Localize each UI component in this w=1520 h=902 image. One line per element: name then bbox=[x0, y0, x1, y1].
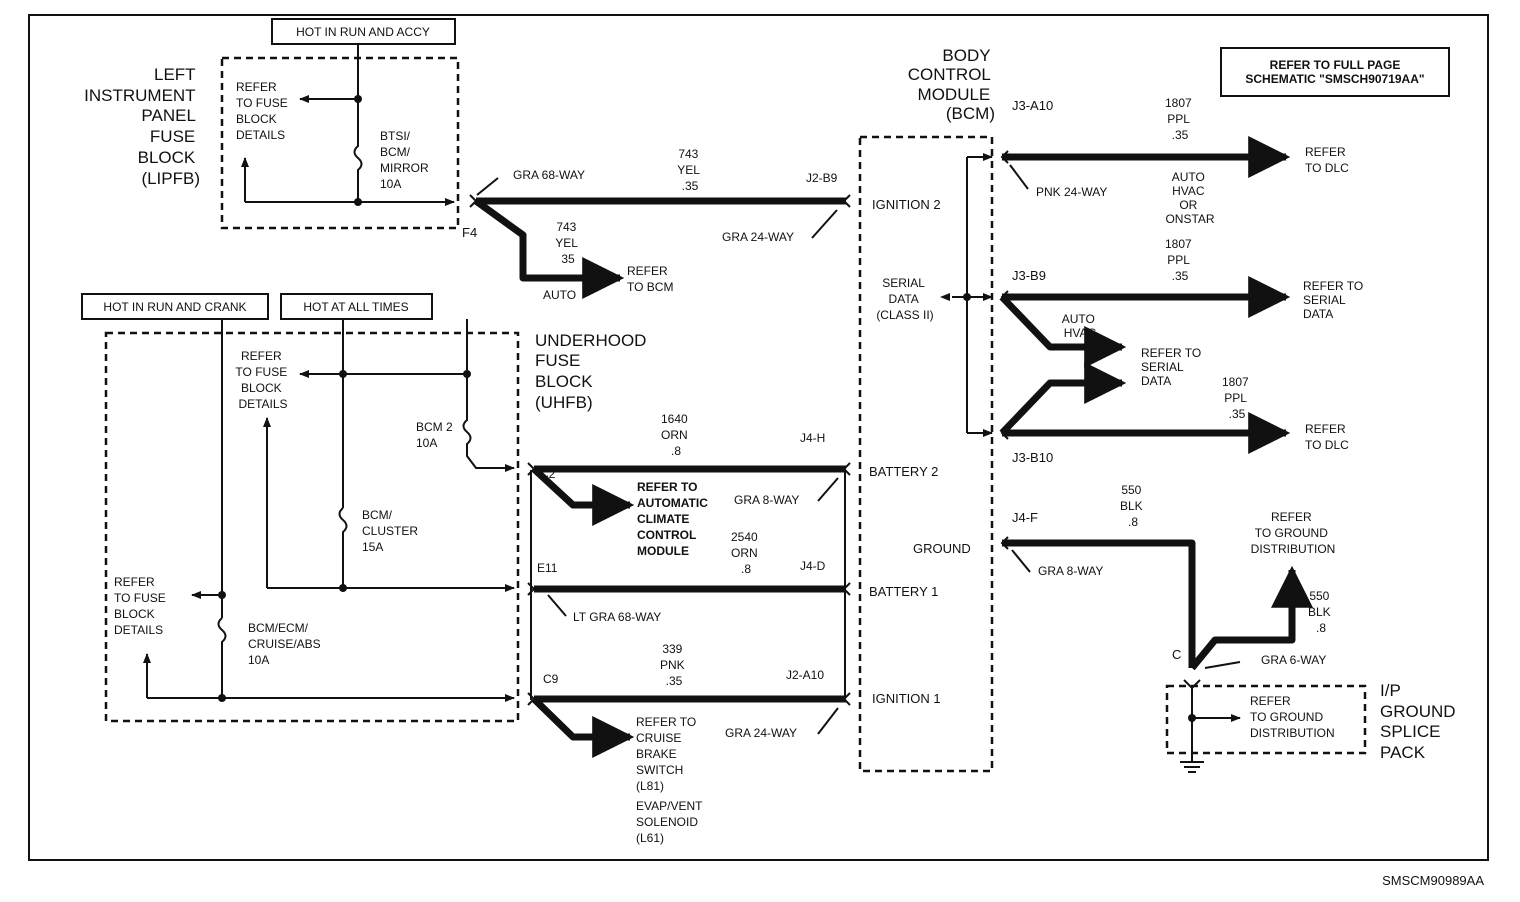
ip-ground-splice-pack: REFER TO GROUND DISTRIBUTION I/P GROUND … bbox=[1165, 679, 1460, 773]
power-tag-run-crank: HOT IN RUN AND CRANK bbox=[81, 293, 269, 320]
bcm-title: BODY CONTROL MODULE (BCM) bbox=[908, 46, 995, 123]
refer-to-ground-distribution-2: REFER TO GROUND DISTRIBUTION bbox=[1250, 694, 1335, 740]
bcm-serial-data: SERIAL DATA (CLASS II) bbox=[876, 276, 933, 322]
bcm-input-ground: GROUND bbox=[913, 541, 971, 556]
refer-to-climate-module: REFER TO AUTOMATIC CLIMATE CONTROL MODUL… bbox=[637, 480, 711, 558]
svg-text:GRA 68-WAY: GRA 68-WAY bbox=[513, 168, 585, 182]
fuse-btsi-icon bbox=[353, 131, 363, 202]
refer-full-page-note: REFER TO FULL PAGE SCHEMATIC "SMSCH90719… bbox=[1220, 47, 1450, 97]
svg-text:HOT AT ALL TIMES: HOT AT ALL TIMES bbox=[303, 300, 408, 314]
j3a10-wire-spec: 1807 PPL .35 bbox=[1165, 96, 1195, 142]
uhfb-refer-left: REFER TO FUSE BLOCK DETAILS bbox=[114, 575, 169, 637]
svg-text:GRA 8-WAY: GRA 8-WAY bbox=[734, 493, 799, 507]
lipfb-connector-pin: F4 bbox=[462, 225, 477, 240]
pin-j3-b10: J3-B10 bbox=[1012, 450, 1053, 465]
diagram-frame bbox=[28, 14, 1489, 861]
svg-text:GRA 24-WAY: GRA 24-WAY bbox=[725, 726, 797, 740]
svg-text:GRA 6-WAY: GRA 6-WAY bbox=[1261, 653, 1326, 667]
j3a10-option: AUTO HVAC OR ONSTAR bbox=[1165, 170, 1214, 226]
wire-ignition-2: GRA 68-WAY 743 YEL .35 J2-B9 GRA 24-WAY … bbox=[469, 147, 851, 302]
bcm-input-battery-2: BATTERY 2 bbox=[869, 464, 938, 479]
wire-ignition-1: 339 PNK .35 J2-A10 GRA 24-WAY REFER TO C… bbox=[527, 642, 851, 845]
svg-text:HOT IN RUN AND ACCY: HOT IN RUN AND ACCY bbox=[296, 25, 430, 39]
lipfb-title: LEFT INSTRUMENT PANEL FUSE BLOCK (LIPFB) bbox=[84, 65, 200, 188]
pin-j4-h: J4-H bbox=[800, 431, 825, 445]
wire-ground: J4-F GRA 8-WAY 550 BLK .8 REFER TO GROUN… bbox=[1000, 483, 1336, 671]
fuse-ecm-icon bbox=[217, 617, 227, 698]
wire-j3-b10: J3-B10 1807 PPL .35 REFER TO DLC bbox=[999, 362, 1349, 465]
fuse-bcm2-icon bbox=[462, 406, 515, 472]
svg-text:LT GRA 68-WAY: LT GRA 68-WAY bbox=[573, 610, 661, 624]
svg-text:AUTO: AUTO bbox=[543, 288, 576, 302]
bcm-boundary bbox=[858, 135, 994, 773]
pin-j3-a10: J3-A10 bbox=[1012, 98, 1053, 113]
uhfb-title: UNDERHOOD FUSE BLOCK (UHFB) bbox=[535, 331, 651, 412]
power-tag-run-accy: HOT IN RUN AND ACCY bbox=[271, 18, 456, 45]
ground-wire-spec: 550 BLK .8 bbox=[1120, 483, 1146, 529]
refer-note-line-2: SCHEMATIC "SMSCH90719AA" bbox=[1245, 72, 1424, 86]
refer-to-serial-data-2: REFER TO SERIAL DATA bbox=[1141, 346, 1205, 388]
uhfb-refer-top: REFER TO FUSE BLOCK DETAILS bbox=[235, 349, 290, 411]
lipfb-block: LEFT INSTRUMENT PANEL FUSE BLOCK (LIPFB)… bbox=[84, 44, 477, 240]
wire-battery-1: 2540 ORN .8 J4-D LT GRA 68-WAY bbox=[527, 530, 851, 624]
wire-j3-a10: J3-A10 PNK 24-WAY 1807 PPL .35 AUTO HVAC… bbox=[1000, 96, 1349, 226]
gsp-title: I/P GROUND SPLICE PACK bbox=[1380, 681, 1460, 762]
lipfb-refer: REFER TO FUSE BLOCK DETAILS bbox=[236, 80, 291, 142]
bat2-wire-spec: 1640 ORN .8 bbox=[661, 412, 691, 458]
refer-note-line-1: REFER TO FULL PAGE bbox=[1270, 58, 1401, 72]
fuse-cluster-label: BCM/ CLUSTER 15A bbox=[362, 508, 421, 554]
diagram-id: SMSCM90989AA bbox=[1382, 873, 1484, 888]
pin-j2-b9: J2-B9 bbox=[806, 171, 838, 185]
wire-j3-b9: J3-B9 1807 PPL .35 REFER TO SERIAL DATA … bbox=[999, 237, 1367, 388]
lipfb-boundary bbox=[220, 56, 460, 230]
ground-symbol-icon bbox=[1180, 761, 1204, 773]
splice-pin-c: C bbox=[1172, 647, 1181, 662]
pin-j3-b9: J3-B9 bbox=[1012, 268, 1046, 283]
pin-c9: C9 bbox=[543, 672, 559, 686]
refer-to-dlc-2: REFER TO DLC bbox=[1305, 422, 1349, 452]
pin-j4-f: J4-F bbox=[1012, 510, 1038, 525]
j3b10-wire-spec: 1807 PPL .35 bbox=[1222, 375, 1252, 421]
pin-j4-d: J4-D bbox=[800, 559, 826, 573]
ign2-branch-spec: 743 YEL 35 bbox=[555, 220, 581, 266]
uhfb-boundary bbox=[104, 331, 520, 723]
svg-text:GRA 8-WAY: GRA 8-WAY bbox=[1038, 564, 1103, 578]
svg-text:HOT IN RUN AND CRANK: HOT IN RUN AND CRANK bbox=[103, 300, 246, 314]
ign2-wire-spec: 743 YEL .35 bbox=[677, 147, 703, 193]
refer-to-cruise-brake-switch: REFER TO CRUISE BRAKE SWITCH (L81) EVAP/… bbox=[636, 715, 706, 845]
power-tag-all-times: HOT AT ALL TIMES bbox=[280, 293, 433, 320]
wire-battery-2: 1640 ORN .8 J4-H GRA 8-WAY REFER TO AUTO… bbox=[527, 412, 851, 558]
bcm-module: BODY CONTROL MODULE (BCM) IGNITION 2 SER… bbox=[858, 46, 995, 773]
fuse-ecm-label: BCM/ECM/ CRUISE/ABS 10A bbox=[248, 621, 324, 667]
j3b9-option: AUTO HVAC bbox=[1062, 312, 1098, 340]
svg-text:GRA 24-WAY: GRA 24-WAY bbox=[722, 230, 794, 244]
refer-to-dlc-1: REFER TO DLC bbox=[1305, 145, 1349, 175]
svg-text:PNK 24-WAY: PNK 24-WAY bbox=[1036, 185, 1107, 199]
refer-to-bcm: REFER TO BCM bbox=[627, 264, 673, 294]
ign1-wire-spec: 339 PNK .35 bbox=[660, 642, 688, 688]
pin-e11: E11 bbox=[537, 561, 558, 575]
fuse-btsi-label: BTSI/ BCM/ MIRROR 10A bbox=[380, 129, 432, 191]
pin-j2-a10: J2-A10 bbox=[786, 668, 824, 682]
ground-wire-spec-2: 550 BLK .8 bbox=[1308, 589, 1334, 635]
refer-to-ground-distribution-1: REFER TO GROUND DISTRIBUTION bbox=[1251, 510, 1336, 556]
bcm-input-battery-1: BATTERY 1 bbox=[869, 584, 938, 599]
gsp-boundary bbox=[1165, 684, 1367, 755]
fuse-bcm2-label: BCM 2 10A bbox=[416, 420, 456, 450]
uhfb-block: UNDERHOOD FUSE BLOCK (UHFB) REFER TO FUS… bbox=[104, 319, 651, 723]
j3b9-wire-spec: 1807 PPL .35 bbox=[1165, 237, 1195, 283]
bcm-input-ignition-1: IGNITION 1 bbox=[872, 691, 941, 706]
bat1-wire-spec: 2540 ORN .8 bbox=[731, 530, 761, 576]
bcm-input-ignition-2: IGNITION 2 bbox=[872, 197, 941, 212]
fuse-cluster-icon bbox=[338, 507, 348, 588]
refer-to-serial-data-1: REFER TO SERIAL DATA bbox=[1303, 279, 1367, 321]
